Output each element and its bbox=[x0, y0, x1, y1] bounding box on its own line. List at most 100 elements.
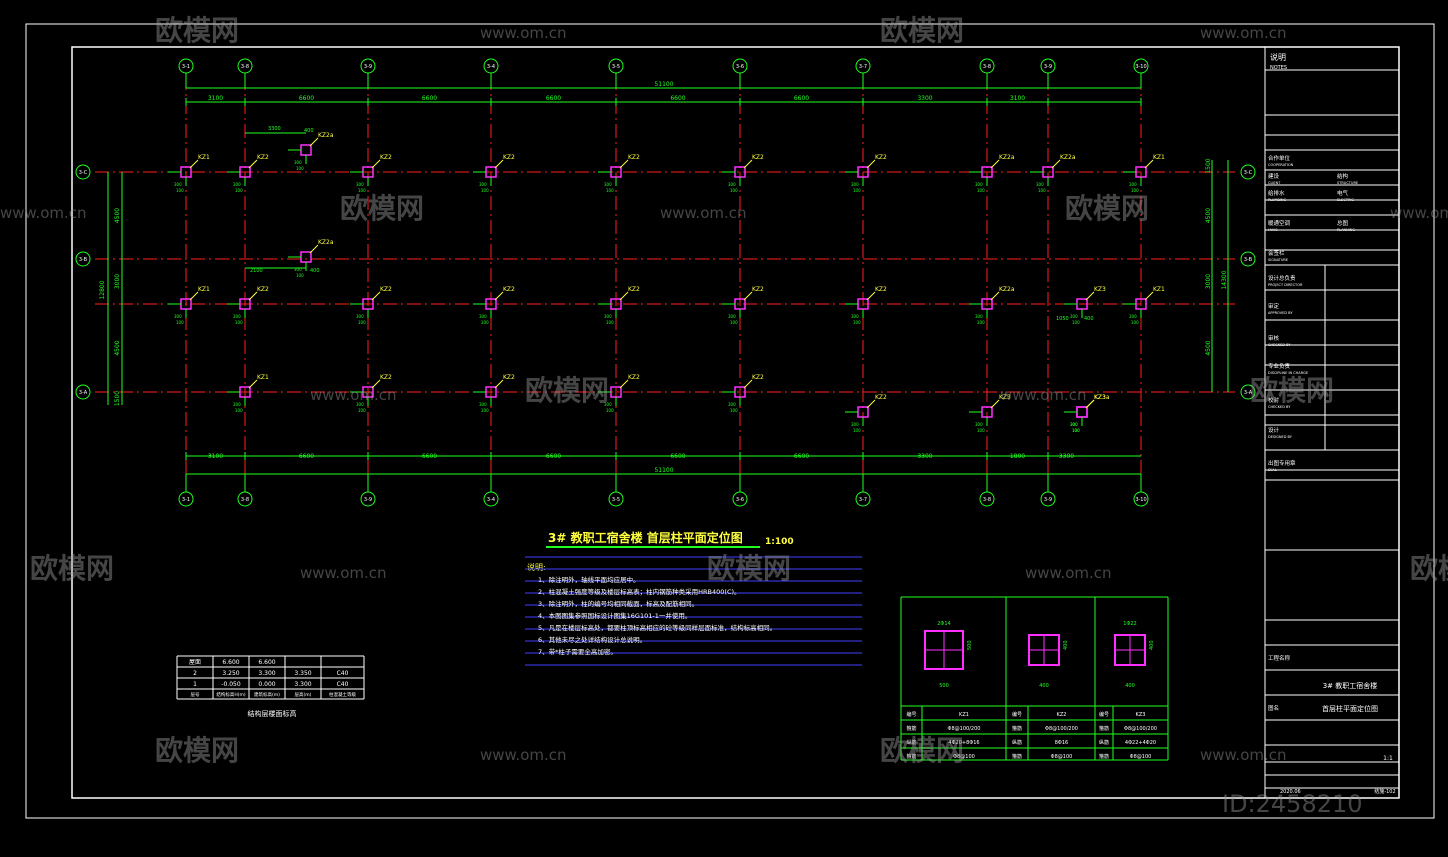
small-dim-text: 400 bbox=[1084, 316, 1094, 322]
column-dim-text: 100 bbox=[481, 188, 489, 193]
column-dim-text: 300 bbox=[1070, 422, 1078, 427]
section-cell: Φ8@100 bbox=[1051, 754, 1073, 760]
section-cell: 编号 bbox=[906, 711, 916, 718]
column-label: KZ2 bbox=[380, 286, 392, 293]
tb-row-cn2: 电气 bbox=[1337, 189, 1349, 197]
dim-text-top: 3100 bbox=[208, 95, 223, 102]
dim-text-bottom: 1800 bbox=[1010, 453, 1025, 460]
tb-row-en: DESIGNED BY bbox=[1268, 435, 1293, 439]
section-cell: 纵筋 bbox=[1012, 739, 1022, 746]
tb-row-en2: STRUCTURE bbox=[1337, 181, 1358, 185]
column-dim-text: 100 bbox=[1072, 428, 1080, 433]
elev-cell: 3.300 bbox=[294, 681, 311, 688]
tb-row-en: SIGNATURE bbox=[1268, 258, 1288, 262]
tb-row-en: HVAC bbox=[1268, 228, 1278, 232]
column-label: KZ2 bbox=[503, 286, 515, 293]
watermark-logo: 欧模网 bbox=[880, 14, 964, 47]
column-label: KZ2a bbox=[999, 154, 1015, 161]
column-label-leader bbox=[1144, 159, 1154, 169]
section-cell: Φ8@100/200 bbox=[1045, 726, 1078, 732]
section-cell: 编号 bbox=[1012, 711, 1022, 718]
column-dim-text: 100 bbox=[1131, 188, 1139, 193]
dim-text-right-total: 14300 bbox=[1221, 270, 1228, 289]
column-dim-text: 300 bbox=[294, 267, 302, 272]
column-dim-text: 100 bbox=[606, 188, 614, 193]
elev-cell: -0.050 bbox=[221, 681, 241, 688]
axis-bubble-label: 3-10 bbox=[1135, 64, 1146, 70]
column-label: KZ2 bbox=[875, 286, 887, 293]
axis-bubble bbox=[75, 384, 91, 400]
tb-project-label: 工程名称 bbox=[1268, 654, 1291, 662]
section-cell: 4Φ20+8Φ16 bbox=[948, 740, 979, 746]
tb-row-cn: 会签栏 bbox=[1268, 249, 1285, 257]
tb-drawing-no: 结施-102 bbox=[1374, 788, 1395, 795]
watermark-url: www.om.cn bbox=[0, 204, 87, 222]
axis-bubble-label: 3-8 bbox=[241, 64, 249, 70]
column-dim-text: 100 bbox=[730, 188, 738, 193]
section-cell: Φ8@100 bbox=[953, 754, 975, 760]
column-dim-text: 100 bbox=[1072, 320, 1080, 325]
tb-row-en: PROJECT DIRECTOR bbox=[1268, 283, 1303, 287]
tb-row-cn: 校对 bbox=[1268, 396, 1280, 404]
tb-row-cn: 暖通空调 bbox=[1268, 219, 1291, 227]
column-dim-text: 100 bbox=[1131, 320, 1139, 325]
column-dim-text: 300 bbox=[604, 402, 612, 407]
column-dim-text: 300 bbox=[975, 422, 983, 427]
column-label: KZ1 bbox=[257, 374, 269, 381]
column-dim-text: 100 bbox=[235, 320, 243, 325]
dim-text-top: 6600 bbox=[794, 95, 809, 102]
column-label: KZ2 bbox=[752, 154, 764, 161]
axis-bubble-label: 3-1 bbox=[182, 497, 190, 503]
column-dim-text: 300 bbox=[1036, 182, 1044, 187]
axis-bubble-label: 3-B bbox=[1244, 257, 1253, 263]
axis-bubble bbox=[75, 164, 91, 180]
column-label-leader bbox=[494, 379, 504, 389]
tb-row-cn: 给排水 bbox=[1268, 189, 1285, 197]
axis-bubble-label: 3-5 bbox=[612, 64, 620, 70]
axis-bubble-label: 3-8 bbox=[983, 64, 991, 70]
column-label: KZ2 bbox=[380, 154, 392, 161]
column-dim-text: 100 bbox=[235, 408, 243, 413]
tb-row-en: PLUMBING bbox=[1268, 198, 1287, 202]
axis-bubble-label: 3-9 bbox=[1044, 497, 1052, 503]
column-dim-text: 100 bbox=[176, 320, 184, 325]
column-dim-text: 100 bbox=[1072, 428, 1080, 433]
elev-cell: 1 bbox=[193, 681, 197, 688]
section-cell: 箍筋 bbox=[906, 753, 916, 760]
column-label-leader bbox=[494, 291, 504, 301]
column-label: KZ2a bbox=[318, 239, 334, 246]
column-label: KZ3 bbox=[1094, 286, 1106, 293]
dim-text-bottom: 3300 bbox=[917, 453, 932, 460]
column-label: KZ1 bbox=[1153, 286, 1165, 293]
elev-cell: 2 bbox=[193, 670, 197, 677]
watermark-logo: 欧模网 bbox=[525, 374, 609, 407]
watermark-url: www.om.cn bbox=[1000, 386, 1087, 404]
column-label-leader bbox=[1085, 291, 1095, 301]
drawing-scale-text: 1:100 bbox=[765, 537, 794, 547]
axis-bubble-label: 3-9 bbox=[1044, 64, 1052, 70]
section-cell: 纵筋 bbox=[1099, 739, 1109, 746]
small-dim-text: 3300 bbox=[268, 126, 281, 132]
watermark-layer: 欧模网欧模网欧模网欧模网欧模网欧模网欧模网欧模网欧模网欧模网欧模网www.om.… bbox=[0, 14, 1448, 818]
column-dim-text: 300 bbox=[479, 314, 487, 319]
axis-bubble bbox=[1240, 251, 1256, 267]
column-marker bbox=[1076, 406, 1088, 418]
column-dim-text: 100 bbox=[358, 408, 366, 413]
column-dim-text: 300 bbox=[728, 402, 736, 407]
dim-text-top: 6600 bbox=[422, 95, 437, 102]
axis-bubble-label: 3-7 bbox=[859, 64, 867, 70]
column-dim-text: 300 bbox=[604, 182, 612, 187]
dim-text-bottom: 6600 bbox=[546, 453, 561, 460]
column-dim-text: 100 bbox=[730, 320, 738, 325]
column-label-leader bbox=[619, 159, 629, 169]
outer-border bbox=[25, 23, 1435, 819]
tb-row-cn: 建设 bbox=[1268, 172, 1280, 180]
tb-row-cn2: 总图 bbox=[1337, 219, 1349, 227]
watermark-url: www.om.cn bbox=[1390, 204, 1448, 222]
column-dim-text: 300 bbox=[728, 182, 736, 187]
watermark-logo: 欧模网 bbox=[1250, 374, 1334, 407]
column-label-leader bbox=[371, 379, 381, 389]
column-label-leader bbox=[866, 291, 876, 301]
column-dim-text: 300 bbox=[728, 314, 736, 319]
section-width-dim: 400 bbox=[1039, 683, 1049, 689]
